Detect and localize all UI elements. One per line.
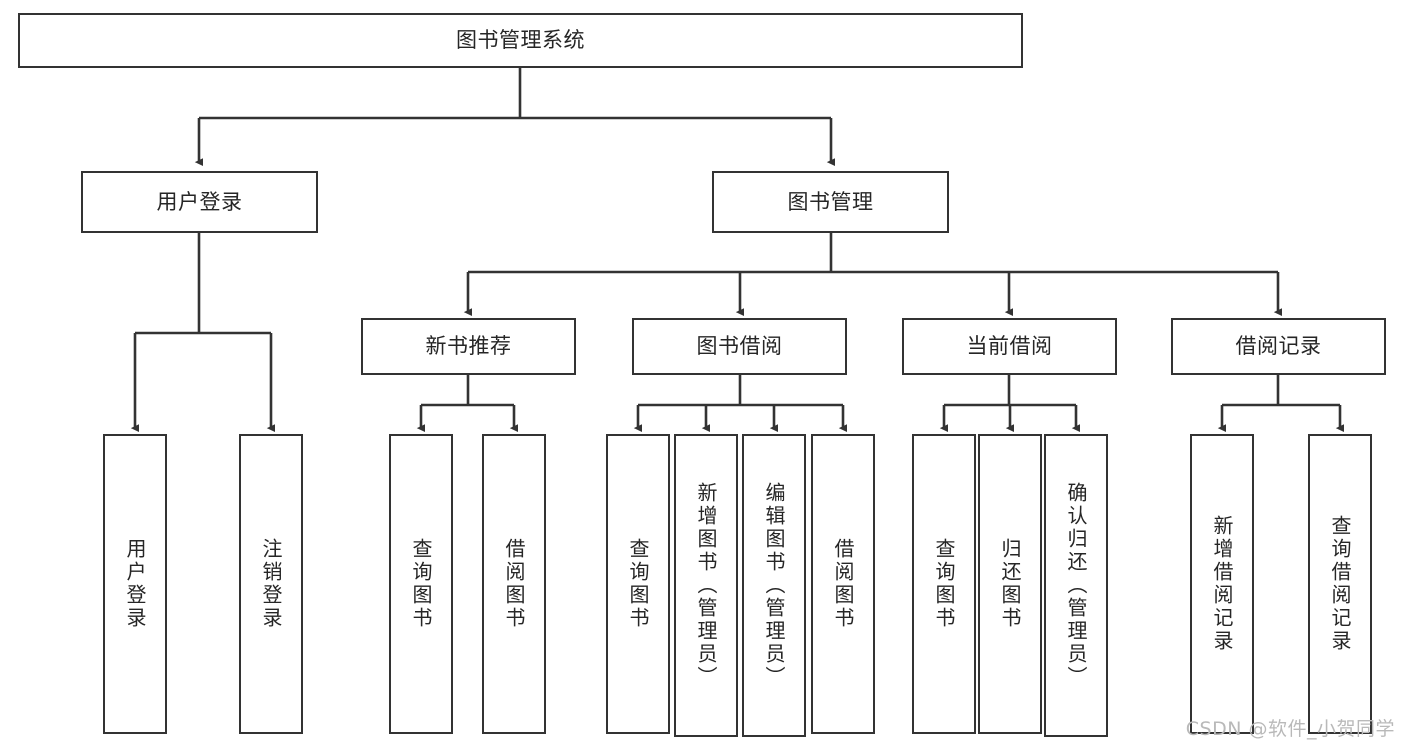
node-label: 当前借阅: [966, 334, 1053, 359]
node-borrow-records[interactable]: 借阅记录: [1171, 318, 1386, 375]
node-label: 归还图书: [998, 538, 1022, 630]
node-label: 查询图书: [932, 538, 956, 630]
node-root-system[interactable]: 图书管理系统: [18, 13, 1023, 68]
node-label: 借阅图书: [502, 538, 526, 630]
node-leaf-add-borrow-record[interactable]: 新增借阅记录: [1190, 434, 1254, 734]
node-leaf-user-login[interactable]: 用户登录: [103, 434, 167, 734]
node-label: 查询借阅记录: [1328, 515, 1352, 653]
node-label: 新增借阅记录: [1210, 515, 1234, 653]
node-label: 借阅图书: [831, 538, 855, 630]
node-leaf-confirm-return-admin[interactable]: 确认归还（管理员）: [1044, 434, 1108, 737]
node-label: 图书管理系统: [456, 28, 585, 53]
node-leaf-query-book-current[interactable]: 查询图书: [912, 434, 976, 734]
node-label: 新书推荐: [425, 334, 512, 359]
node-label: 图书管理: [787, 189, 874, 214]
node-label: 注销登录: [259, 538, 283, 630]
csdn-watermark: CSDN @软件_小贺同学: [1185, 718, 1395, 740]
node-label: 查询图书: [626, 538, 650, 630]
node-book-borrow[interactable]: 图书借阅: [632, 318, 847, 375]
node-leaf-query-borrow-record[interactable]: 查询借阅记录: [1308, 434, 1372, 734]
node-leaf-add-book-admin[interactable]: 新增图书（管理员）: [674, 434, 738, 737]
node-label: 图书借阅: [696, 334, 783, 359]
node-label: 查询图书: [409, 538, 433, 630]
node-new-book-recommend[interactable]: 新书推荐: [361, 318, 576, 375]
node-leaf-borrow-book-new[interactable]: 借阅图书: [482, 434, 546, 734]
node-book-management[interactable]: 图书管理: [712, 171, 949, 233]
node-leaf-query-book-borrow[interactable]: 查询图书: [606, 434, 670, 734]
node-current-borrow[interactable]: 当前借阅: [902, 318, 1117, 375]
node-label: 新增图书（管理员）: [694, 482, 718, 689]
node-label: 借阅记录: [1235, 334, 1322, 359]
node-leaf-logout[interactable]: 注销登录: [239, 434, 303, 734]
node-user-login[interactable]: 用户登录: [81, 171, 318, 233]
node-label: 用户登录: [123, 538, 147, 630]
node-leaf-edit-book-admin[interactable]: 编辑图书（管理员）: [742, 434, 806, 737]
node-leaf-borrow-book[interactable]: 借阅图书: [811, 434, 875, 734]
node-label: 确认归还（管理员）: [1064, 482, 1088, 689]
node-leaf-query-book-new[interactable]: 查询图书: [389, 434, 453, 734]
node-label: 编辑图书（管理员）: [762, 482, 786, 689]
node-label: 用户登录: [156, 189, 243, 214]
node-leaf-return-book[interactable]: 归还图书: [978, 434, 1042, 734]
